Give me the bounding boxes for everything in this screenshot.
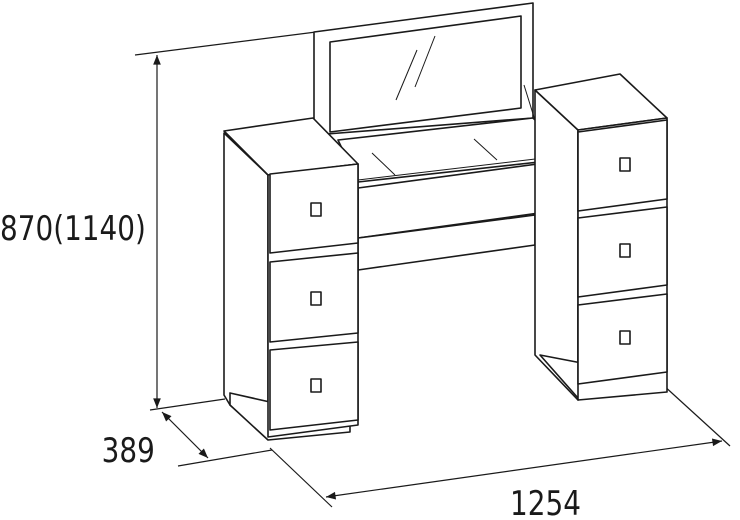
- left-cabinet: [223, 117, 359, 441]
- drawer-handle-icon: [310, 202, 322, 217]
- drawer-handle-icon: [619, 243, 631, 258]
- vanity-compartment: [337, 117, 576, 271]
- drawer-handle-icon: [310, 378, 322, 393]
- drawer-handle-icon: [619, 330, 631, 345]
- height-label: 870(1140): [0, 209, 146, 248]
- depth-label: 389: [102, 431, 155, 470]
- drawer-handle-icon: [310, 291, 322, 306]
- drawer-handle-icon: [619, 157, 631, 172]
- depth-dimension: [161, 411, 273, 467]
- width-label: 1254: [510, 484, 581, 520]
- right-cabinet: [534, 73, 668, 401]
- mirror: [313, 2, 544, 147]
- width-dimension: [269, 383, 731, 508]
- height-dimension: [134, 31, 317, 411]
